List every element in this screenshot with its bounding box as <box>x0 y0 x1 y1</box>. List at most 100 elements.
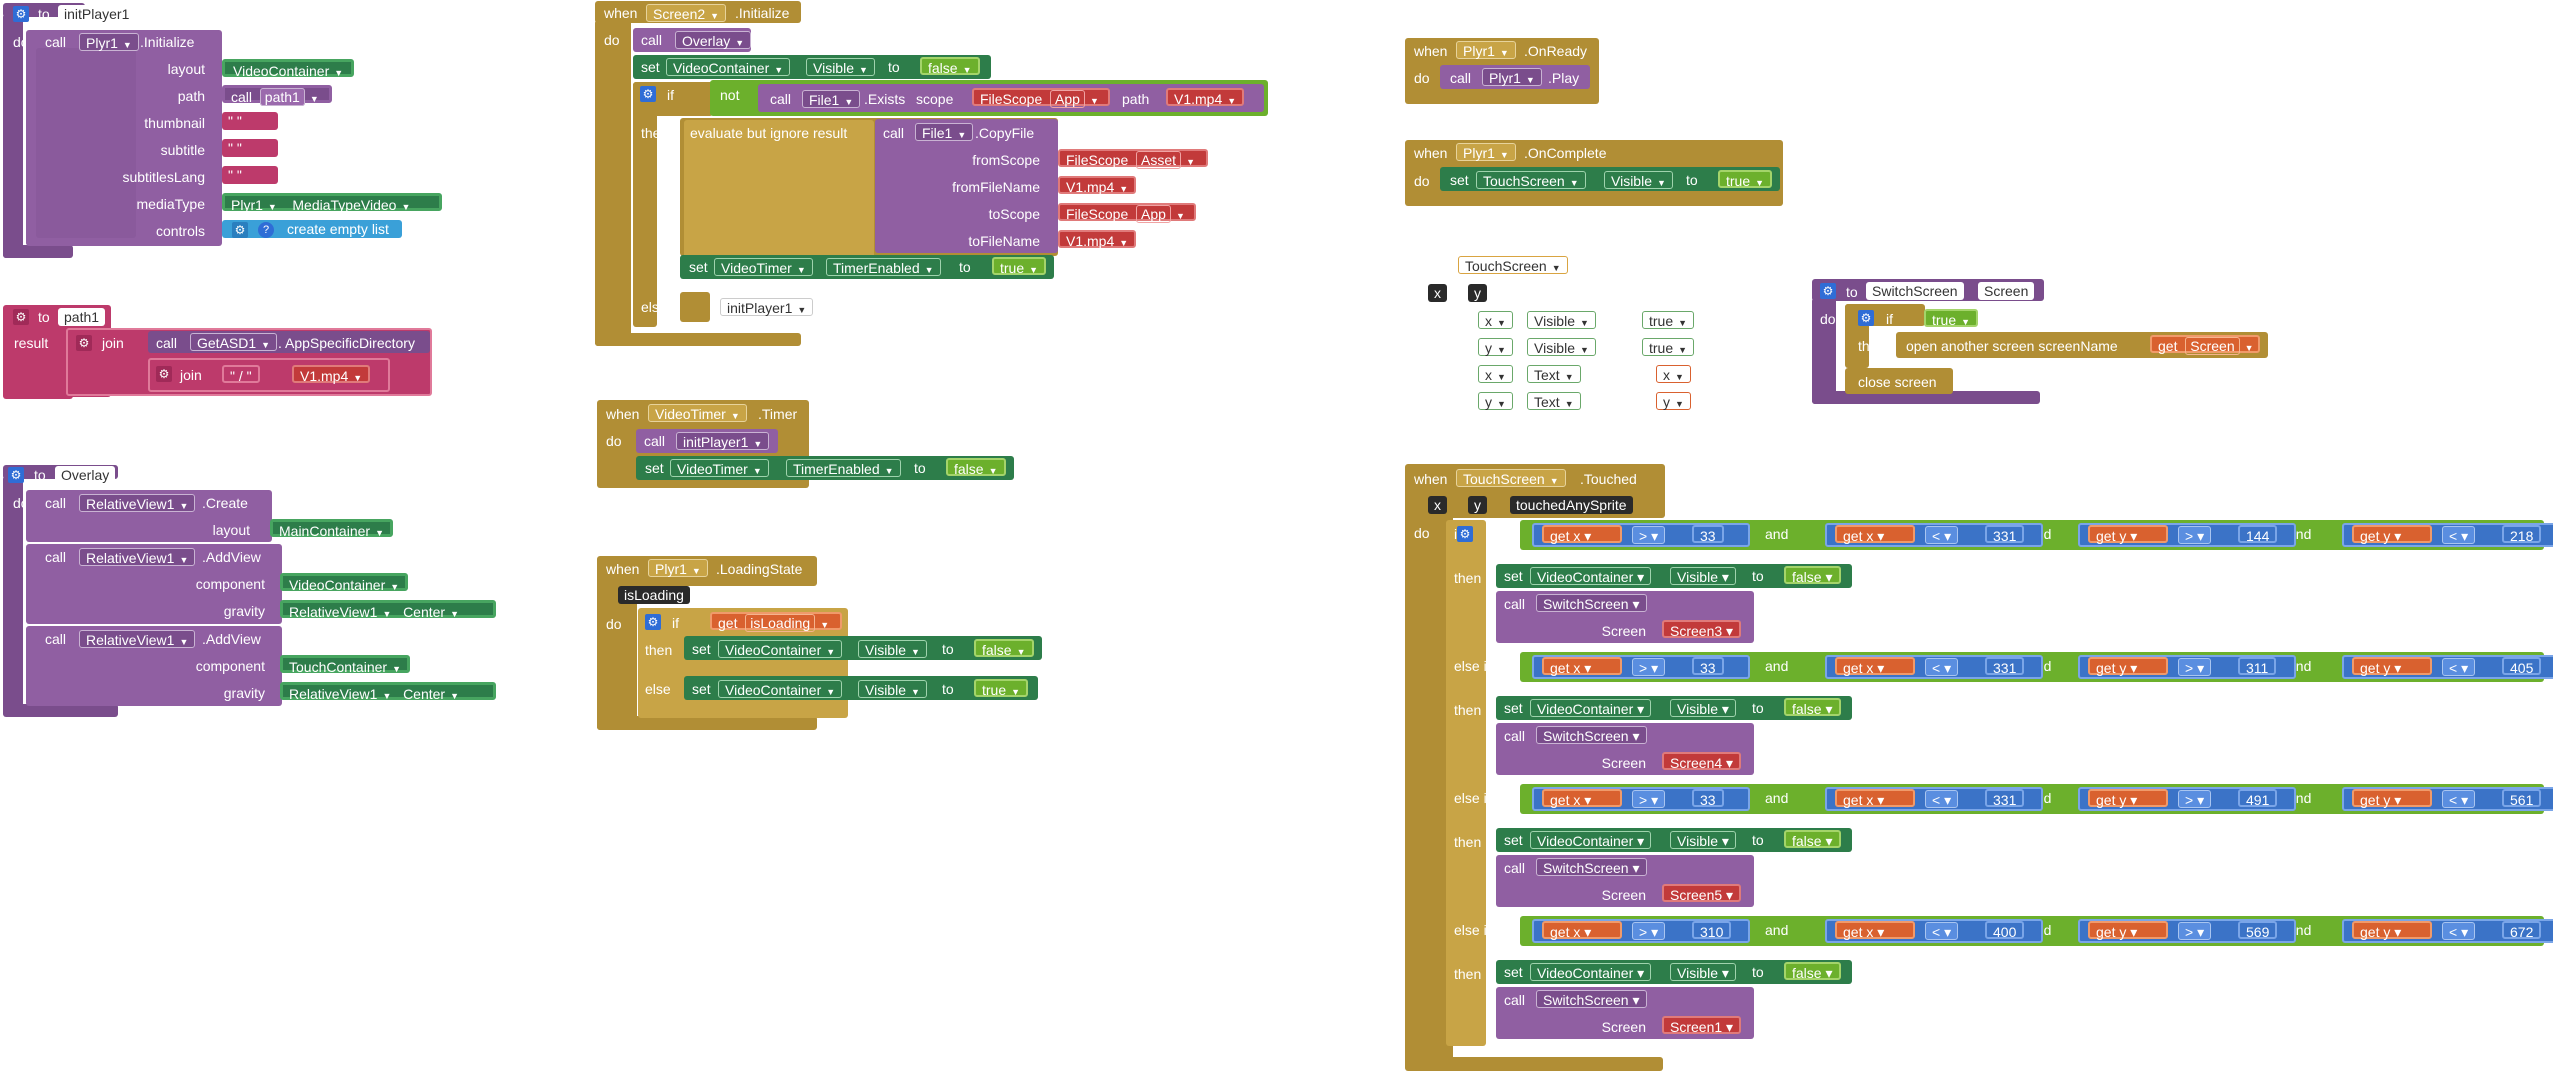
gear-icon[interactable]: ⚙ <box>232 222 248 238</box>
floating-row-1-c[interactable]: true▼ <box>1642 311 1695 329</box>
touchscreen-dropdown[interactable]: TouchScreen▼ <box>1458 256 1568 274</box>
text-block-thumbnail[interactable]: " " <box>222 112 278 130</box>
call-initplayer1-block[interactable]: initPlayer1▼ <box>720 298 814 316</box>
floating-row-1-a[interactable]: x▼ <box>1478 311 1513 329</box>
floating-row-4-b[interactable]: Text▼ <box>1527 392 1581 410</box>
component-dropdown[interactable]: Screen2▼ <box>646 4 727 22</box>
component-block-videocontainer[interactable]: VideoContainer▼ <box>280 573 409 593</box>
mediatype-block[interactable]: Plyr1▼ MediaTypeVideo▼ <box>222 193 442 213</box>
component-dropdown[interactable]: VideoContainer ▾ <box>1530 963 1652 981</box>
property-dropdown[interactable]: Visible▼ <box>858 640 927 658</box>
get-x-block[interactable]: get x ▾ <box>1542 525 1622 544</box>
floating-row-2-a[interactable]: y▼ <box>1478 338 1513 356</box>
text-block-subtitle[interactable]: " " <box>222 139 278 157</box>
text-block-subtitleslang[interactable]: " " <box>222 166 278 184</box>
text-block-separator[interactable]: " / " <box>222 365 260 384</box>
close-screen-block[interactable]: close screen <box>1858 374 1937 390</box>
floating-row-4-a[interactable]: y▼ <box>1478 392 1513 410</box>
gear-icon[interactable]: ⚙ <box>13 309 29 325</box>
procedure-dropdown[interactable]: SwitchScreen ▾ <box>1536 858 1647 876</box>
compare-operator-dropdown[interactable]: > ▾ <box>1632 790 1666 808</box>
compare-operator-dropdown[interactable]: < ▾ <box>1925 526 1959 544</box>
filename-block[interactable]: V1.mp4▼ <box>1058 230 1137 249</box>
component-dropdown[interactable]: File1▼ <box>915 123 974 141</box>
component-dropdown[interactable]: TouchScreen▼ <box>1476 171 1586 189</box>
floating-row-2-b[interactable]: Visible▼ <box>1527 338 1596 356</box>
component-dropdown[interactable]: RelativeView1▼ <box>79 494 196 512</box>
screen-name-block[interactable]: Screen5 ▾ <box>1662 884 1742 903</box>
screen-name-block[interactable]: Screen1 ▾ <box>1662 1016 1742 1035</box>
number-block[interactable]: 561 <box>2502 789 2542 808</box>
event-parameter-y[interactable]: y <box>1468 496 1487 514</box>
procedure-dropdown[interactable]: SwitchScreen ▾ <box>1536 726 1647 744</box>
screen-name-block[interactable]: Screen4 ▾ <box>1662 752 1742 771</box>
component-dropdown[interactable]: VideoContainer▼ <box>718 680 843 698</box>
property-dropdown[interactable]: Visible ▾ <box>1670 699 1736 717</box>
compare-operator-dropdown[interactable]: > ▾ <box>1632 526 1666 544</box>
get-y-block[interactable]: get y ▾ <box>2352 657 2432 676</box>
procedure-name-field[interactable]: Overlay <box>55 466 116 484</box>
property-dropdown[interactable]: TimerEnabled▼ <box>826 258 941 276</box>
get-x-block[interactable]: get x ▾ <box>1542 921 1622 940</box>
floating-row-3-a[interactable]: x▼ <box>1478 365 1513 383</box>
property-dropdown[interactable]: Visible ▾ <box>1670 963 1736 981</box>
component-dropdown[interactable]: Plyr1▼ <box>79 33 139 51</box>
get-y-block[interactable]: get y ▾ <box>2088 789 2168 808</box>
parameter-screen[interactable]: Screen <box>1978 282 2035 300</box>
number-block[interactable]: 33 <box>1692 657 1724 676</box>
component-dropdown[interactable]: Plyr1▼ <box>1482 68 1542 86</box>
boolean-block-false[interactable]: false▼ <box>974 639 1034 658</box>
property-dropdown[interactable]: TimerEnabled▼ <box>786 459 901 477</box>
component-block-videocontainer[interactable]: VideoContainer▼ <box>222 59 355 79</box>
number-block[interactable]: 33 <box>1692 525 1724 544</box>
event-parameter-touchedanysprite[interactable]: touchedAnySprite <box>1510 496 1633 514</box>
floating-row-1-b[interactable]: Visible▼ <box>1527 311 1596 329</box>
gear-icon[interactable]: ⚙ <box>645 614 661 630</box>
filename-block[interactable]: V1.mp4▼ <box>1058 176 1137 195</box>
get-x-block[interactable]: get x ▾ <box>1542 657 1622 676</box>
gear-icon[interactable]: ⚙ <box>640 86 656 102</box>
get-y-block[interactable]: get y ▾ <box>2088 921 2168 940</box>
get-x-block[interactable]: get x ▾ <box>1835 657 1915 676</box>
compare-operator-dropdown[interactable]: > ▾ <box>2178 922 2212 940</box>
property-dropdown[interactable]: Visible▼ <box>806 58 875 76</box>
filescope-block[interactable]: FileScope App▼ <box>972 88 1110 108</box>
screen-name-block[interactable]: Screen3 ▾ <box>1662 620 1742 639</box>
component-dropdown[interactable]: RelativeView1▼ <box>79 630 196 648</box>
gravity-block[interactable]: RelativeView1▼ Center▼ <box>280 600 496 620</box>
compare-operator-dropdown[interactable]: > ▾ <box>2178 790 2212 808</box>
boolean-block-true[interactable]: true▼ <box>1924 309 1979 328</box>
boolean-block-true[interactable]: true▼ <box>1718 170 1773 189</box>
param-y[interactable]: y <box>1468 284 1487 302</box>
event-parameter-x[interactable]: x <box>1428 496 1447 514</box>
procedure-dropdown[interactable]: initPlayer1▼ <box>676 432 770 450</box>
floating-row-4-c[interactable]: y▼ <box>1656 392 1691 410</box>
compare-operator-dropdown[interactable]: < ▾ <box>2442 658 2476 676</box>
component-dropdown[interactable]: GetASD1▼ <box>190 333 278 351</box>
number-block[interactable]: 310 <box>1692 921 1732 940</box>
number-block[interactable]: 405 <box>2502 657 2542 676</box>
get-y-block[interactable]: get y ▾ <box>2352 525 2432 544</box>
compare-operator-dropdown[interactable]: < ▾ <box>1925 922 1959 940</box>
param-x[interactable]: x <box>1428 284 1447 302</box>
get-isloading-block[interactable]: get isLoading▼ <box>710 612 842 632</box>
path-block[interactable]: V1.mp4▼ <box>1166 88 1245 107</box>
component-dropdown[interactable]: VideoContainer ▾ <box>1530 831 1652 849</box>
number-block[interactable]: 331 <box>1985 657 2025 676</box>
boolean-block-true[interactable]: true▼ <box>992 257 1047 276</box>
filescope-block[interactable]: FileScope Asset▼ <box>1058 149 1208 169</box>
component-dropdown[interactable]: VideoContainer ▾ <box>1530 699 1652 717</box>
component-block-maincontainer[interactable]: MainContainer▼ <box>270 519 393 539</box>
number-block[interactable]: 672 <box>2502 921 2542 940</box>
property-dropdown[interactable]: Visible▼ <box>1604 171 1673 189</box>
procedure-name-field[interactable]: path1 <box>58 308 106 326</box>
compare-operator-dropdown[interactable]: < ▾ <box>2442 790 2476 808</box>
boolean-block-false[interactable]: false ▾ <box>1784 698 1841 717</box>
procedure-name-field[interactable]: SwitchScreen <box>1866 282 1964 300</box>
number-block[interactable]: 331 <box>1985 789 2025 808</box>
component-dropdown[interactable]: VideoContainer▼ <box>666 58 791 76</box>
property-dropdown[interactable]: Visible▼ <box>858 680 927 698</box>
property-dropdown[interactable]: Visible ▾ <box>1670 831 1736 849</box>
procedure-dropdown[interactable]: SwitchScreen ▾ <box>1536 594 1647 612</box>
component-dropdown[interactable]: VideoTimer▼ <box>714 258 813 276</box>
